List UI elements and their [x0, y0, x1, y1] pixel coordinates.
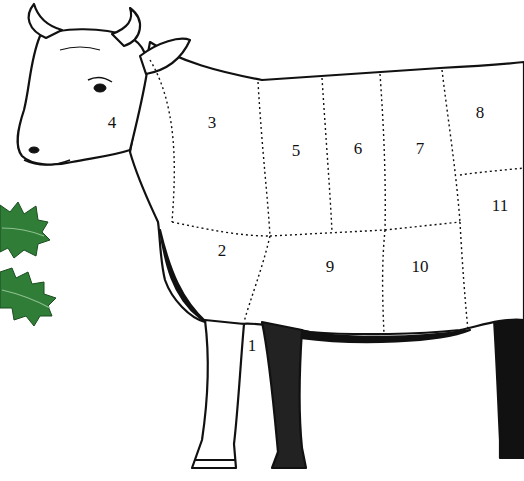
callout-number: 4 — [107, 114, 118, 131]
callout-number: 2 — [217, 242, 228, 259]
cut-lines — [150, 60, 524, 334]
callout-number: 5 — [291, 142, 302, 159]
callout-number: 8 — [475, 104, 486, 121]
callout-number: 7 — [415, 140, 426, 157]
face-details — [24, 47, 112, 165]
callout-number: 1 — [247, 337, 258, 354]
callout-number: 6 — [353, 140, 364, 157]
holly-leaves — [0, 202, 56, 326]
callout-number: 10 — [411, 258, 430, 275]
cow-body — [18, 4, 524, 468]
callout-number: 9 — [325, 258, 336, 275]
callout-number: 11 — [491, 197, 509, 214]
callout-number: 3 — [207, 114, 218, 131]
